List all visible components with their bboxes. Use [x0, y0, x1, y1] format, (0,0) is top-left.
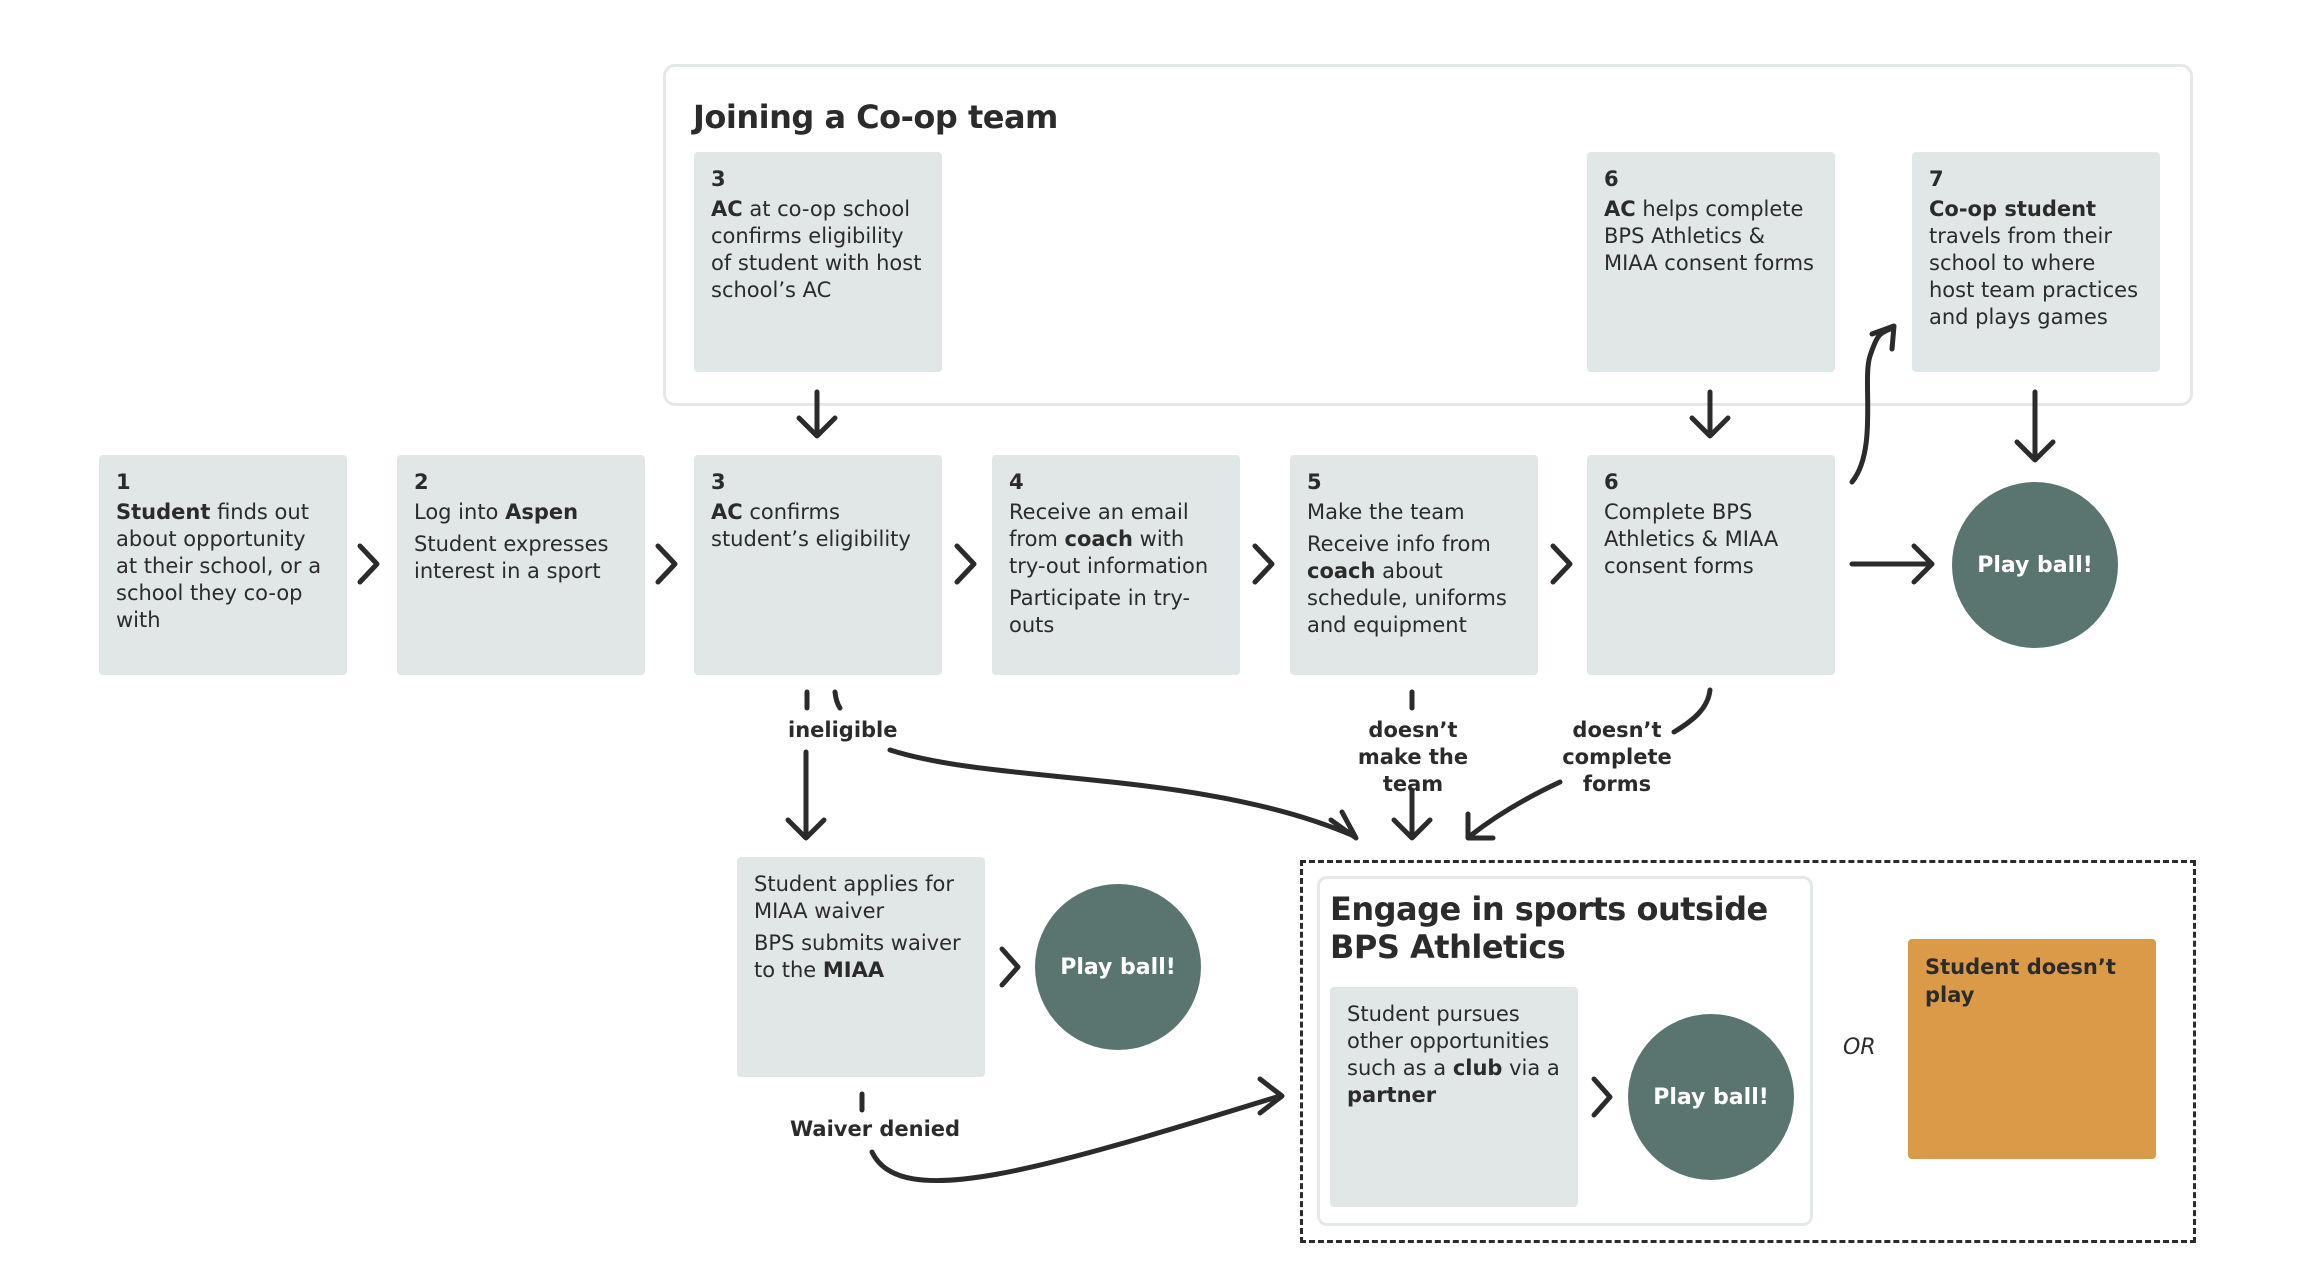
chevron-icon [1591, 1076, 1613, 1118]
curved-arrow [1849, 323, 1897, 485]
step-number: 1 [116, 470, 131, 494]
step-number: 2 [414, 470, 429, 494]
step-number: 3 [711, 470, 726, 494]
no-team-label: doesn’t make the team [1357, 718, 1469, 796]
step-text: Participate in try-outs [1009, 586, 1191, 637]
curved-arrow [887, 747, 1359, 841]
waiver-text: BPS submits waiver to the MIAA [754, 931, 961, 982]
chevron-icon [1252, 543, 1275, 585]
outside-section [1300, 860, 2196, 1243]
step-text: Student finds out about opportunity at t… [116, 500, 322, 632]
step-4-box: 4 Receive an email from coach with try-o… [992, 455, 1240, 675]
step-1-box: 1 Student finds out about opportunity at… [99, 455, 347, 675]
club-text: Student pursues other opportunities such… [1347, 1002, 1560, 1107]
down-arrow [785, 749, 827, 841]
club-box: Student pursues other opportunities such… [1330, 987, 1578, 1207]
step-text: AC helps complete BPS Athletics & MIAA c… [1604, 197, 1814, 275]
chevron-icon [999, 946, 1021, 988]
step-text: Receive info from coach about schedule, … [1307, 532, 1507, 637]
curved-arrow [869, 1076, 1285, 1184]
step-text: Log into Aspen [414, 500, 579, 524]
down-arrow [1689, 389, 1731, 439]
outside-section-title: Engage in sports outside BPS Athletics [1330, 890, 1768, 966]
waiver-text: Student applies for MIAA waiver [754, 872, 954, 923]
step-number: 6 [1604, 167, 1619, 191]
step-text: AC at co-op school confirms eligibility … [711, 197, 922, 302]
step-2-box: 2 Log into Aspen Student expresses inter… [397, 455, 645, 675]
step-number: 7 [1929, 167, 1944, 191]
branch-stub [1671, 687, 1713, 735]
not-play-box: Student doesn’t play [1908, 939, 2156, 1159]
play-ball-circle: Play ball! [1952, 482, 2118, 648]
step-text: Co-op student travels from their school … [1929, 197, 2139, 329]
waiver-denied-label: Waiver denied [790, 1116, 961, 1143]
step-text: Make the team [1307, 500, 1465, 524]
or-label: OR [1843, 1035, 1876, 1060]
coop-step-7-box: 7 Co-op student travels from their schoo… [1912, 152, 2160, 372]
step-number: 6 [1604, 470, 1619, 494]
step-text: AC confirms student’s eligibility [711, 500, 911, 551]
waiver-box: Student applies for MIAA waiver BPS subm… [737, 857, 985, 1077]
down-arrow [2014, 389, 2056, 463]
play-ball-circle: Play ball! [1628, 1014, 1794, 1180]
down-arrow [1391, 787, 1433, 841]
coop-section-title: Joining a Co-op team [693, 98, 1058, 136]
down-arrow [796, 389, 838, 439]
right-arrow [1849, 543, 1935, 585]
chevron-icon [954, 543, 977, 585]
branch-stub [832, 689, 843, 711]
outside-title-line: Engage in sports outside [1330, 890, 1768, 928]
step-3-box: 3 AC confirms student’s eligibility [694, 455, 942, 675]
coop-step-3-box: 3 AC at co-op school confirms eligibilit… [694, 152, 942, 372]
chevron-icon [655, 543, 678, 585]
step-6-box: 6 Complete BPS Athletics & MIAA consent … [1587, 455, 1835, 675]
step-text: Complete BPS Athletics & MIAA consent fo… [1604, 500, 1779, 578]
chevron-icon [1550, 543, 1573, 585]
no-forms-label: doesn’t complete forms [1562, 718, 1672, 796]
step-text: Receive an email from coach with try-out… [1009, 500, 1209, 578]
chevron-icon [357, 543, 380, 585]
coop-step-6-box: 6 AC helps complete BPS Athletics & MIAA… [1587, 152, 1835, 372]
step-5-box: 5 Make the team Receive info from coach … [1290, 455, 1538, 675]
outside-title-line: BPS Athletics [1330, 928, 1566, 966]
step-number: 4 [1009, 470, 1024, 494]
ineligible-label: ineligible [788, 717, 898, 744]
play-ball-circle: Play ball! [1035, 884, 1201, 1050]
curved-arrow [1465, 779, 1563, 841]
step-number: 5 [1307, 470, 1322, 494]
step-text: Student expresses interest in a sport [414, 532, 609, 583]
step-number: 3 [711, 167, 726, 191]
